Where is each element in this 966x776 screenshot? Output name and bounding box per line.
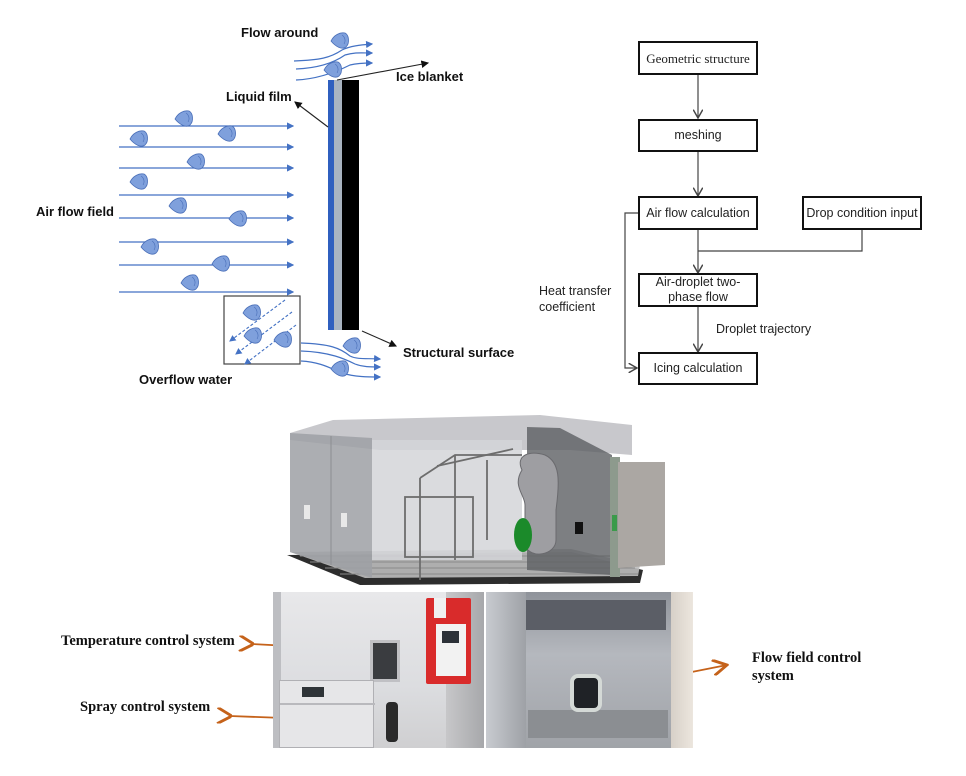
node-meshing: meshing: [638, 119, 758, 152]
droplet: [217, 125, 236, 142]
droplet: [342, 337, 361, 354]
droplet: [174, 110, 193, 127]
overflow-water-box: [223, 295, 301, 365]
structural-surface-pointer: [361, 330, 398, 347]
temperature-control-panel: [426, 598, 471, 684]
label-flow-field-control: Flow field control system: [752, 650, 862, 684]
droplet: [180, 274, 199, 291]
label-flow-around: Flow around: [241, 25, 319, 40]
label-ice-blanket: Ice blanket: [396, 69, 464, 84]
overflow-dashed-streams: [229, 299, 297, 365]
flow-field-nozzle: [570, 674, 602, 712]
droplet: [168, 197, 187, 214]
spray-control-cabinet: [279, 680, 375, 748]
droplet: [129, 173, 148, 190]
photo-flow-field-system: [486, 592, 693, 748]
label-spray-control: Spray control system: [80, 699, 211, 715]
droplet: [228, 210, 247, 227]
label-air-flow-field: Air flow field: [36, 204, 114, 219]
node-icing-calculation: Icing calculation: [638, 352, 758, 385]
droplet: [140, 238, 159, 255]
edge-label-droplet-trajectory: Droplet trajectory: [716, 322, 812, 336]
droplet: [330, 32, 349, 49]
photo-control-systems: [273, 592, 484, 748]
ice-layer: [334, 80, 342, 330]
structural-wall: [342, 80, 359, 330]
air-flow-streamlines: [119, 122, 295, 296]
edge-label-heat-transfer: Heat transfer coefficient: [539, 284, 612, 314]
node-two-phase-flow: Air-droplet two-phase flow: [638, 273, 758, 307]
flow-around-streamlines: [293, 40, 374, 81]
node-geometric-structure: Geometric structure: [638, 41, 758, 75]
label-structural-surface: Structural surface: [403, 345, 515, 360]
droplets: [129, 110, 247, 291]
droplet: [211, 255, 230, 272]
droplet: [129, 130, 148, 147]
node-drop-condition-input: Drop condition input: [802, 196, 922, 230]
label-overflow-water: Overflow water: [139, 372, 233, 387]
label-liquid-film: Liquid film: [226, 89, 292, 104]
flowchart-connectors: [624, 74, 863, 368]
label-temperature-control: Temperature control system: [61, 633, 235, 649]
liquid-film-pointer: [294, 101, 329, 128]
liquid-film-layer: [328, 80, 334, 330]
ice-blanket-pointer: [336, 60, 430, 81]
droplet: [186, 153, 205, 170]
node-air-flow-calculation: Air flow calculation: [638, 196, 758, 230]
droplet: [330, 360, 349, 377]
